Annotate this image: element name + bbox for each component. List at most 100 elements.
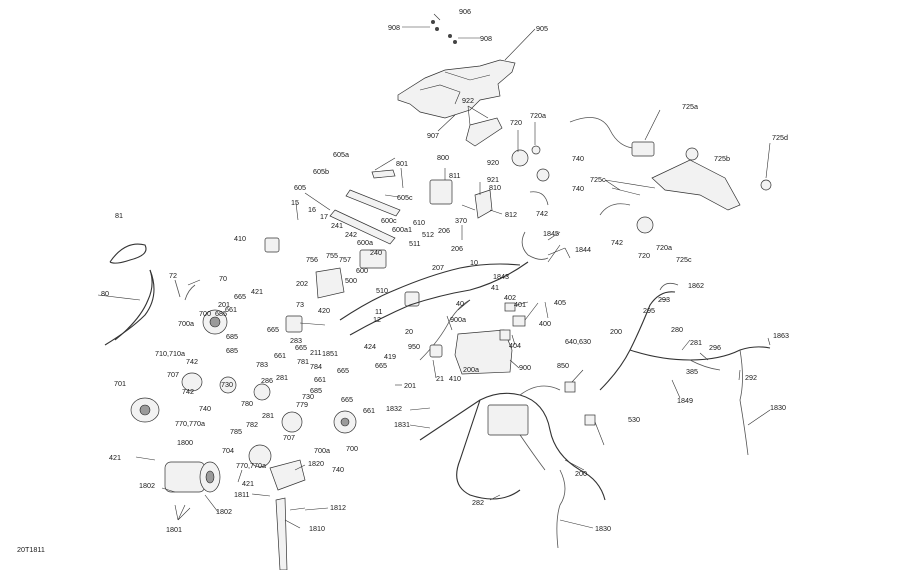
callout: 10	[470, 258, 478, 267]
callout: 600a	[357, 238, 373, 247]
callout: 1830	[595, 524, 611, 533]
callout: 781	[297, 357, 309, 366]
callout: 704	[222, 446, 234, 455]
callout: 283	[290, 336, 302, 345]
callout: 530	[628, 415, 640, 424]
callout: 665	[375, 361, 387, 370]
callout: 811	[449, 171, 460, 180]
callout: 800	[437, 153, 449, 162]
callout: 720a	[656, 243, 672, 252]
callout: 785	[230, 427, 242, 436]
callout: 610	[413, 218, 425, 227]
callout: 281	[262, 411, 274, 420]
callout: 420	[318, 306, 330, 315]
callout: 757	[339, 255, 351, 264]
callout: 286	[261, 376, 273, 385]
callout: 665	[341, 395, 353, 404]
callout: 370	[455, 216, 467, 225]
callout: 770,770a	[175, 419, 205, 428]
callout: 1812	[330, 503, 346, 512]
callout: 40	[456, 299, 464, 308]
callout: 801	[396, 159, 408, 168]
callout: 500	[345, 276, 357, 285]
callout: 419	[384, 352, 396, 361]
callout: 740	[332, 465, 344, 474]
callout: 710,710a	[155, 349, 185, 358]
callout: 80	[101, 289, 109, 298]
callout: 281	[276, 373, 288, 382]
callout: 900	[519, 363, 531, 372]
callout: 922	[462, 96, 474, 105]
callout: 72	[169, 271, 177, 280]
callout: 780	[241, 399, 253, 408]
callout: 730	[221, 380, 233, 389]
callout: 1843	[493, 272, 509, 281]
callout: 1820	[308, 459, 324, 468]
callout: 1830	[770, 403, 786, 412]
callout: 240	[370, 248, 382, 257]
callout: 742	[611, 238, 623, 247]
callout: 661	[363, 406, 375, 415]
parts-layer	[104, 20, 772, 570]
callout: 296	[709, 343, 721, 352]
callout: 600a1	[392, 225, 412, 234]
callout: 1845	[543, 229, 559, 238]
callout: 740	[572, 184, 584, 193]
callout: 782	[246, 420, 258, 429]
callout: 421	[251, 287, 263, 296]
callout: 920	[487, 158, 499, 167]
callout: 281	[690, 338, 702, 347]
callout: 402	[504, 293, 516, 302]
callout: 510	[376, 286, 388, 295]
callout: 661	[314, 375, 326, 384]
callout: 725c	[590, 175, 606, 184]
callout: 605a	[333, 150, 349, 159]
callout: 921	[487, 175, 499, 184]
callout: 405	[554, 298, 566, 307]
callout: 1849	[677, 396, 693, 405]
callout: 1831	[394, 420, 410, 429]
callout: 421	[109, 453, 121, 462]
callout: 685	[215, 309, 227, 318]
callout: 640,630	[565, 337, 591, 346]
callout: 665	[337, 366, 349, 375]
callout: 12	[373, 315, 381, 324]
callout: 1844	[575, 245, 591, 254]
callout: 701	[114, 379, 126, 388]
callout: 404	[509, 341, 521, 350]
callout: 770,770a	[236, 461, 266, 470]
callout: 1811	[234, 490, 249, 499]
callout: 700a	[178, 319, 194, 328]
callout: 906	[459, 7, 471, 16]
callout: 700	[199, 309, 211, 318]
callout: 200	[610, 327, 622, 336]
callout: 201	[404, 381, 416, 390]
callout: 742	[186, 357, 198, 366]
callout: 700a	[314, 446, 330, 455]
callout: 908	[388, 23, 400, 32]
callout: 720a	[530, 111, 546, 120]
callout: 211	[310, 348, 321, 357]
callout: 742	[182, 387, 194, 396]
callout: 400	[539, 319, 551, 328]
callout: 200	[575, 469, 587, 478]
callout: 600c	[381, 216, 397, 225]
callout: 605b	[313, 167, 329, 176]
callout: 850	[557, 361, 569, 370]
callout: 907	[427, 131, 439, 140]
callout: 16	[308, 205, 316, 214]
callout: 424	[364, 342, 376, 351]
callout: 725a	[682, 102, 698, 111]
callout: 700	[346, 444, 358, 453]
callout: 665	[295, 343, 307, 352]
callout: 665	[267, 325, 279, 334]
callout: 202	[296, 279, 308, 288]
callout: 410	[449, 374, 461, 383]
callout: 401	[514, 300, 526, 309]
callout: 20	[405, 327, 413, 336]
callout: 783	[256, 360, 268, 369]
callout: 280	[671, 325, 683, 334]
callout: 70	[219, 274, 227, 283]
callout: 81	[115, 211, 123, 220]
